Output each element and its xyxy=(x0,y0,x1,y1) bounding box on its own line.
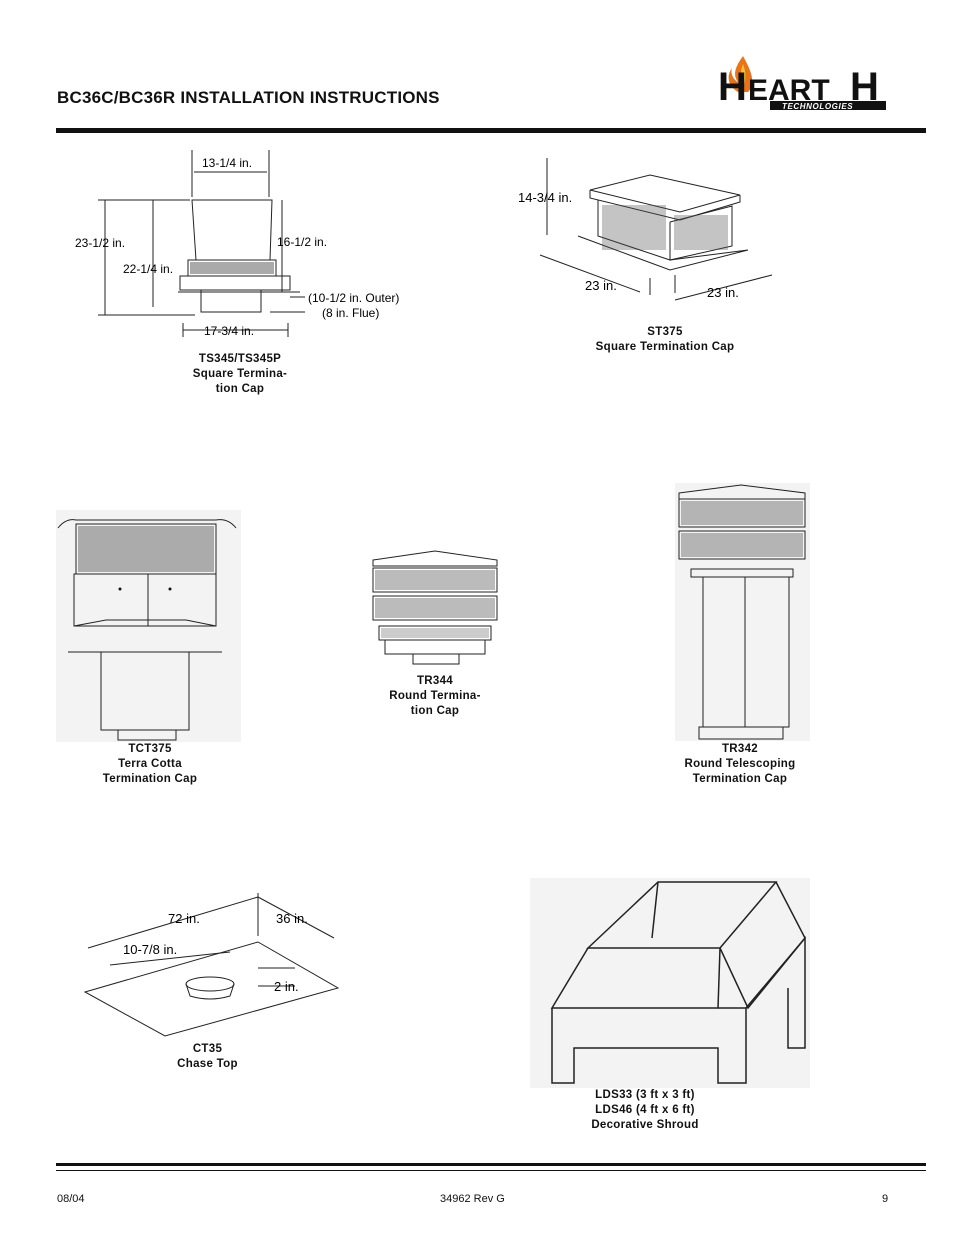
st375-caption: ST375 Square Termination Cap xyxy=(595,326,735,353)
ts345-dim-side: 16-1/2 in. xyxy=(277,235,327,249)
lds-caption: LDS33 (3 ft x 3 ft) LDS46 (4 ft x 6 ft) … xyxy=(591,1089,699,1131)
st375-diagram: 14-3/4 in. 23 in. 23 in. xyxy=(518,158,773,301)
ts345-diagram: 13-1/4 in. 23-1/2 in. 22-1/4 in. 16-1/2 … xyxy=(75,150,399,338)
ts345-dim-height-inner: 22-1/4 in. xyxy=(123,262,173,276)
page-number: 9 xyxy=(882,1193,889,1205)
ts345-dim-height-total: 23-1/2 in. xyxy=(75,236,125,250)
ts345-dim-base: 17-3/4 in. xyxy=(204,324,254,338)
svg-text:TECHNOLOGIES: TECHNOLOGIES xyxy=(782,102,853,111)
ts345-dim-outer: (10-1/2 in. Outer) xyxy=(308,291,399,305)
ct35-dim-length: 72 in. xyxy=(168,911,200,926)
footer-rule-thin xyxy=(56,1170,926,1171)
ct35-diagram: 72 in. 36 in. 10-7/8 in. 2 in. xyxy=(83,893,340,1037)
ct35-dim-offset: 10-7/8 in. xyxy=(123,942,177,957)
header-rule xyxy=(56,128,926,133)
lds-diagram xyxy=(530,878,810,1088)
ts345-dim-flue: (8 in. Flue) xyxy=(322,306,379,320)
st375-dim-length: 23 in. xyxy=(585,278,617,293)
hearth-logo: H EART H TECHNOLOGIES xyxy=(718,56,886,111)
footer-date: 08/04 xyxy=(57,1193,85,1205)
st375-dim-width: 23 in. xyxy=(707,285,739,300)
tct375-diagram xyxy=(56,510,241,742)
footer-doc-number: 34962 Rev G xyxy=(440,1193,505,1205)
tr344-caption: TR344 Round Termina- tion Cap xyxy=(389,675,481,717)
ct35-dim-collar: 2 in. xyxy=(274,979,299,994)
ct35-caption: CT35 Chase Top xyxy=(177,1043,238,1070)
ct35-dim-width: 36 in. xyxy=(276,911,308,926)
logo-text: H xyxy=(718,65,747,109)
st375-dim-height: 14-3/4 in. xyxy=(518,190,572,205)
ts345-dim-width: 13-1/4 in. xyxy=(202,156,252,170)
footer-rule xyxy=(56,1163,926,1166)
ts345-caption: TS345/TS345P Square Termina- tion Cap xyxy=(192,353,288,395)
tr344-diagram xyxy=(372,550,498,665)
tr342-caption: TR342 Round Telescoping Termination Cap xyxy=(684,743,796,785)
flame-icon xyxy=(728,56,753,92)
page-title: BC36C/BC36R INSTALLATION INSTRUCTIONS xyxy=(57,88,440,107)
tct375-caption: TCT375 Terra Cotta Termination Cap xyxy=(102,743,198,785)
tr342-diagram xyxy=(675,483,810,741)
